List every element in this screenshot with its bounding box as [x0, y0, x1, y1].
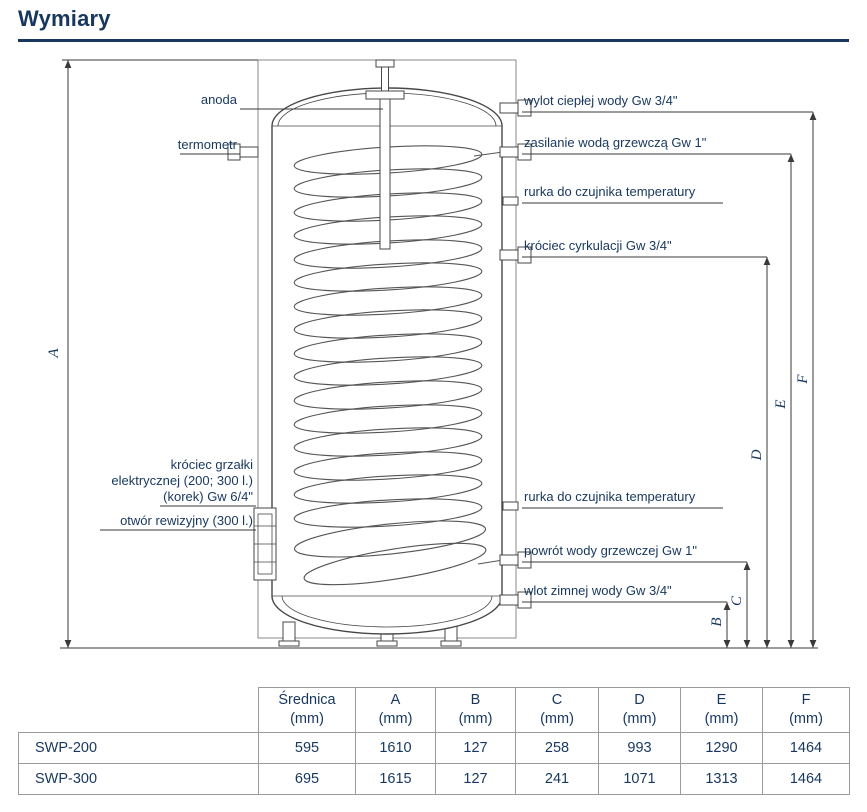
- label-hot-water-outlet: wylot ciepłej wody Gw 3/4": [523, 93, 678, 108]
- anode-rod: [365, 59, 405, 250]
- col-header-unit: (mm): [540, 710, 574, 727]
- value-cell: 127: [435, 731, 516, 764]
- model-cell: SWP-300: [18, 762, 259, 795]
- label-thermometer: termometr: [178, 137, 238, 152]
- value-cell: 1464: [762, 762, 850, 795]
- leader-lines: [60, 59, 818, 649]
- label-anode: anoda: [201, 92, 238, 107]
- value-cell: 241: [515, 762, 599, 795]
- dim-letter-F: F: [795, 374, 811, 385]
- value-cell: 695: [258, 762, 356, 795]
- inspection-flange: [253, 507, 277, 581]
- value-cell: 1290: [680, 731, 763, 764]
- dim-letter-A: A: [46, 348, 62, 359]
- value-cell: 1464: [762, 731, 850, 764]
- col-header-unit: (mm): [378, 710, 413, 727]
- dim-letter-D: D: [749, 449, 765, 461]
- dim-letter-B: B: [709, 617, 725, 626]
- col-header-d: D (mm): [598, 687, 681, 733]
- col-header-name: C: [551, 692, 563, 708]
- col-header-name: E: [716, 692, 727, 708]
- tank-dimension-drawing: wylot ciepłej wody Gw 3/4" zasilanie wod…: [46, 59, 818, 649]
- dim-letter-E: E: [773, 399, 789, 409]
- col-header-b: B (mm): [435, 687, 516, 733]
- col-header-f: F (mm): [762, 687, 850, 733]
- thermometer-fitting: [227, 143, 259, 161]
- label-sensor-tube-top: rurka do czujnika temperatury: [524, 184, 696, 199]
- col-header-unit: (mm): [704, 710, 739, 727]
- col-header-unit: (mm): [290, 710, 324, 727]
- title-underline: [18, 39, 849, 42]
- label-heater-line1: króciec grzałki: [171, 457, 253, 472]
- table-header-row: Średnica (mm) A (mm) B (mm) C (mm) D (mm…: [18, 687, 850, 733]
- label-heating-return: powrót wody grzewczej Gw 1": [524, 543, 697, 558]
- dim-letter-C: C: [729, 595, 745, 606]
- value-cell: 258: [515, 731, 599, 764]
- value-cell: 1313: [680, 762, 763, 795]
- col-header-a: A (mm): [355, 687, 436, 733]
- col-header-unit: (mm): [458, 710, 493, 727]
- dimension-lines: [64, 59, 817, 648]
- label-heating-supply: zasilanie wodą grzewczą Gw 1": [524, 135, 707, 150]
- value-cell: 1615: [355, 762, 436, 795]
- col-header-name: Średnica: [278, 692, 336, 708]
- label-circulation: króciec cyrkulacji Gw 3/4": [524, 238, 672, 253]
- value-cell: 1071: [598, 762, 681, 795]
- col-header-e: E (mm): [680, 687, 763, 733]
- value-cell: 127: [435, 762, 516, 795]
- table-row-swp300: SWP-300 695 1615 127 241 1071 1313 1464: [18, 762, 850, 795]
- label-cold-water-inlet: wlot zimnej wody Gw 3/4": [523, 583, 672, 598]
- col-header-srednica: Średnica (mm): [258, 687, 356, 733]
- col-header-name: B: [470, 692, 481, 708]
- col-header-name: A: [390, 692, 401, 708]
- col-header-c: C (mm): [515, 687, 599, 733]
- dimensions-table: Średnica (mm) A (mm) B (mm) C (mm) D (mm…: [18, 687, 850, 795]
- table-corner-cell: [18, 687, 259, 733]
- col-header-unit: (mm): [789, 710, 823, 727]
- right-fittings: [499, 99, 532, 609]
- label-sensor-tube-bottom: rurka do czujnika temperatury: [524, 489, 696, 504]
- table-row-swp200: SWP-200 595 1610 127 258 993 1290 1464: [18, 731, 850, 764]
- model-cell: SWP-200: [18, 731, 259, 764]
- col-header-name: D: [634, 692, 645, 708]
- label-inspection-opening: otwór rewizyjny (300 l.): [120, 513, 253, 528]
- value-cell: 1610: [355, 731, 436, 764]
- label-heater-line2: elektrycznej (200; 300 l.): [111, 473, 253, 488]
- label-heater-line3: (korek) Gw 6/4": [163, 489, 253, 504]
- col-header-name: F: [801, 692, 811, 708]
- value-cell: 595: [258, 731, 356, 764]
- value-cell: 993: [598, 731, 681, 764]
- page-title: Wymiary: [18, 6, 111, 31]
- col-header-unit: (mm): [622, 710, 657, 727]
